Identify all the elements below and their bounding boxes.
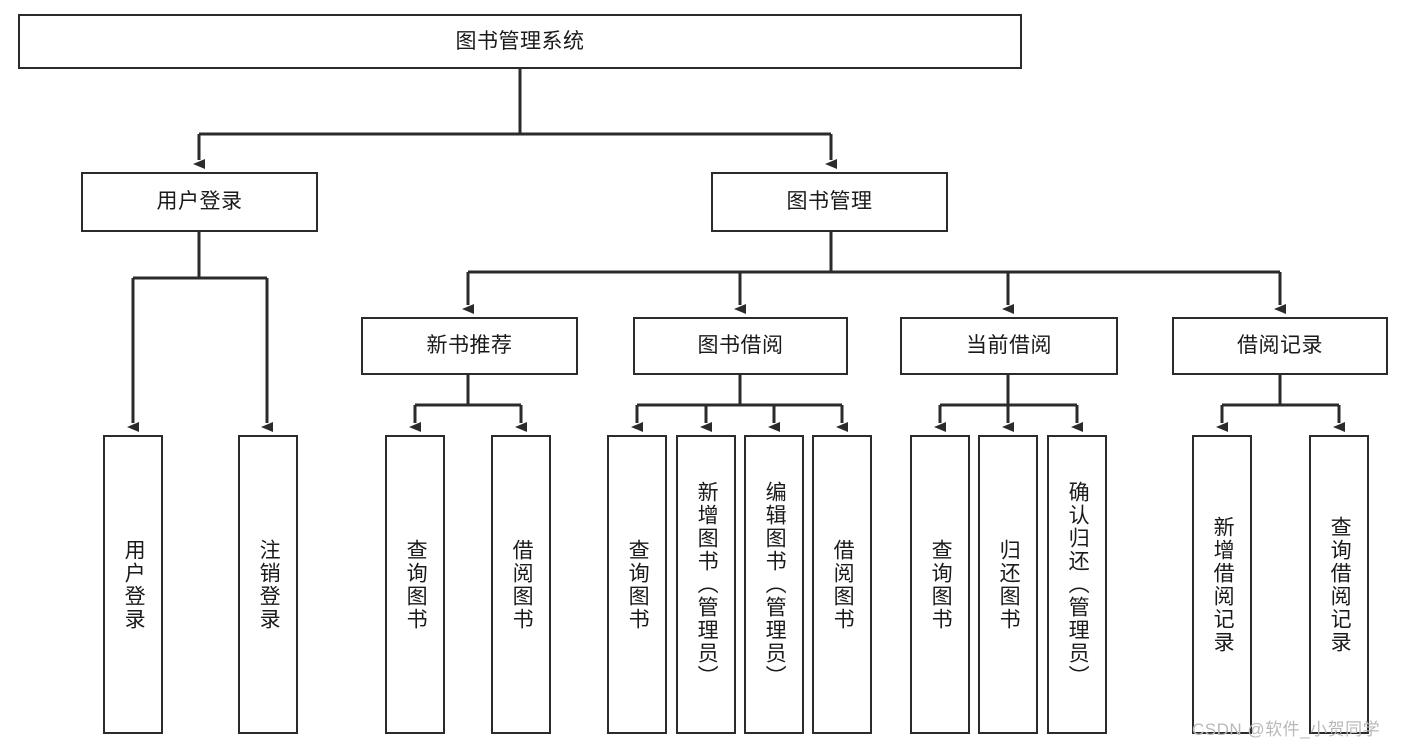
node-new-book-recommend[interactable]: 新书推荐 bbox=[361, 317, 578, 375]
leaf-return-book[interactable]: 归还图书 bbox=[978, 435, 1038, 734]
node-book-manage[interactable]: 图书管理 bbox=[711, 172, 948, 232]
leaf-query-record-label: 查询借阅记录 bbox=[1328, 515, 1352, 654]
node-root[interactable]: 图书管理系统 bbox=[18, 14, 1022, 69]
node-current-borrow[interactable]: 当前借阅 bbox=[900, 317, 1118, 375]
leaf-query-record[interactable]: 查询借阅记录 bbox=[1309, 435, 1369, 734]
leaf-return-book-label: 归还图书 bbox=[997, 538, 1021, 631]
leaf-borrow-book-1[interactable]: 借阅图书 bbox=[491, 435, 551, 734]
leaf-borrow-book-1-label: 借阅图书 bbox=[510, 538, 534, 631]
leaf-logout-login-label: 注销登录 bbox=[257, 538, 281, 631]
leaf-borrow-book-2[interactable]: 借阅图书 bbox=[812, 435, 872, 734]
node-borrow-record-label: 借阅记录 bbox=[1237, 334, 1323, 358]
node-root-label: 图书管理系统 bbox=[455, 29, 585, 53]
node-user-login-label: 用户登录 bbox=[156, 190, 243, 214]
leaf-add-record[interactable]: 新增借阅记录 bbox=[1192, 435, 1252, 734]
leaf-logout-login[interactable]: 注销登录 bbox=[238, 435, 298, 734]
leaf-query-book-3-label: 查询图书 bbox=[929, 538, 953, 631]
leaf-confirm-return-label: 确认归还（管理员） bbox=[1066, 481, 1090, 688]
leaf-query-book-3[interactable]: 查询图书 bbox=[910, 435, 970, 734]
leaf-edit-book-label: 编辑图书（管理员） bbox=[763, 481, 787, 688]
csdn-watermark: CSDN @软件_小贺同学 bbox=[1192, 715, 1380, 740]
node-book-manage-label: 图书管理 bbox=[786, 190, 873, 214]
leaf-add-record-label: 新增借阅记录 bbox=[1211, 515, 1235, 654]
leaf-query-book-2[interactable]: 查询图书 bbox=[607, 435, 667, 734]
leaf-add-book[interactable]: 新增图书（管理员） bbox=[676, 435, 736, 734]
leaf-user-login-label: 用户登录 bbox=[122, 538, 146, 631]
node-borrow-record[interactable]: 借阅记录 bbox=[1172, 317, 1388, 375]
node-current-borrow-label: 当前借阅 bbox=[966, 334, 1052, 358]
node-new-book-recommend-label: 新书推荐 bbox=[426, 334, 513, 358]
leaf-borrow-book-2-label: 借阅图书 bbox=[831, 538, 855, 631]
leaf-confirm-return[interactable]: 确认归还（管理员） bbox=[1047, 435, 1107, 734]
leaf-add-book-label: 新增图书（管理员） bbox=[695, 481, 719, 688]
node-book-borrow-label: 图书借阅 bbox=[697, 334, 784, 358]
csdn-watermark-text: CSDN @软件_小贺同学 bbox=[1192, 720, 1381, 739]
node-user-login[interactable]: 用户登录 bbox=[81, 172, 318, 232]
leaf-query-book-1[interactable]: 查询图书 bbox=[385, 435, 445, 734]
leaf-query-book-1-label: 查询图书 bbox=[404, 538, 428, 631]
leaf-query-book-2-label: 查询图书 bbox=[626, 538, 650, 631]
leaf-user-login[interactable]: 用户登录 bbox=[103, 435, 163, 734]
node-book-borrow[interactable]: 图书借阅 bbox=[633, 317, 848, 375]
leaf-edit-book[interactable]: 编辑图书（管理员） bbox=[744, 435, 804, 734]
